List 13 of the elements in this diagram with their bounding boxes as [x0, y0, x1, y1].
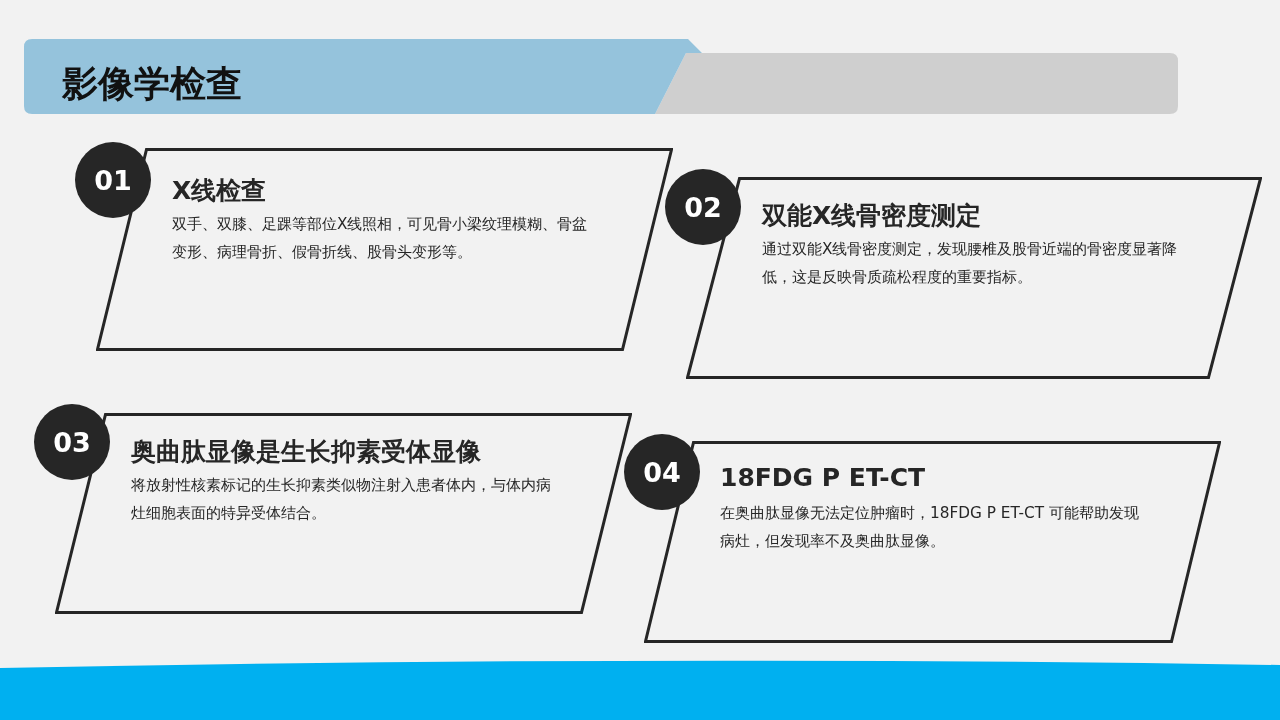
slide-title: 影像学检查 [62, 62, 242, 106]
number-circle: 03 [34, 404, 110, 480]
card-description: 在奥曲肽显像无法定位肿瘤时，18FDG P ET-CT 可能帮助发现病灶，但发现率不及奥曲肽显像。 [720, 503, 1140, 552]
card-description: 双手、双膝、足踝等部位X线照相，可见骨小梁纹理模糊、骨盆变形、病理骨折、假骨折线、股骨头变形等。 [172, 214, 589, 263]
card-description: 通过双能X线骨密度测定，发现腰椎及股骨近端的骨密度显著降低，这是反映骨质疏松程度的重要指标。 [762, 239, 1179, 288]
card-description: 将放射性核素标记的生长抑素类似物注射入患者体内，与体内病灶细胞表面的特异受体结合。 [131, 475, 552, 524]
number-circle: 02 [665, 169, 741, 245]
card-heading: 18FDG P ET-CT [720, 463, 926, 492]
number-circle: 01 [75, 142, 151, 218]
card-heading: 奥曲肽显像是生长抑素受体显像 [131, 436, 481, 468]
card-heading: X线检查 [172, 175, 267, 207]
card-heading: 双能X线骨密度测定 [762, 200, 982, 232]
number-circle: 04 [624, 434, 700, 510]
